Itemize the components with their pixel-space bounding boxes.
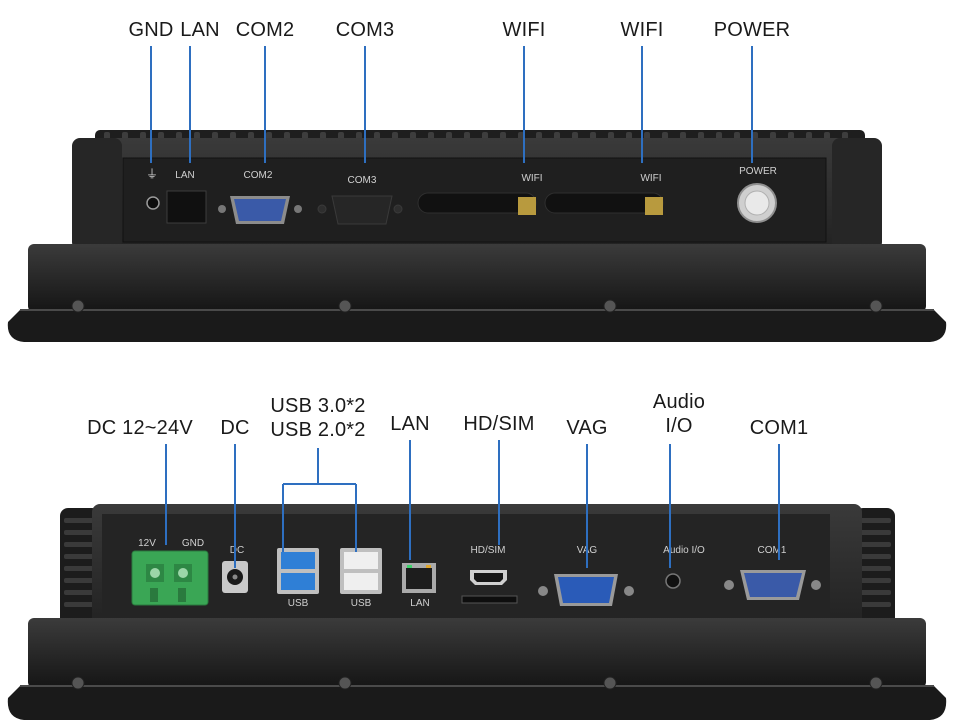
- callout-com2: COM2: [235, 19, 295, 41]
- callout-com1: COM1: [749, 417, 809, 439]
- panel-label-lan-bottom: LAN: [410, 598, 430, 609]
- callout-dc-range: DC 12~24V: [87, 417, 193, 439]
- panel-label-vag: VAG: [576, 545, 598, 556]
- callout-audio: Audio I/O: [653, 390, 705, 438]
- callout-power: POWER: [713, 19, 791, 41]
- panel-label-com1: COM1: [757, 545, 787, 556]
- callout-wifi-1: WIFI: [502, 19, 546, 41]
- panel-label-wifi-1: WIFI: [521, 173, 543, 184]
- panel-label-hd-sim: HD/SIM: [470, 545, 506, 556]
- bottom-device-chassis: [7, 504, 947, 720]
- panel-label-usb-a: USB: [287, 598, 309, 609]
- panel-label-lan-top: LAN: [175, 170, 195, 181]
- callout-dc: DC: [220, 417, 250, 439]
- callout-usb-line2: USB 2.0*2: [270, 419, 366, 441]
- callout-com3: COM3: [335, 19, 395, 41]
- top-device-chassis: ⏚: [7, 130, 947, 342]
- callout-hd-sim: HD/SIM: [463, 413, 535, 435]
- panel-label-com2: COM2: [243, 170, 273, 181]
- callout-wifi-2: WIFI: [620, 19, 664, 41]
- callout-lan-bottom: LAN: [390, 413, 430, 435]
- panel-label-com3: COM3: [347, 175, 377, 186]
- panel-label-audio: Audio I/O: [663, 545, 705, 556]
- callout-usb-line1: USB 3.0*2: [270, 395, 366, 417]
- callout-gnd: GND: [128, 19, 174, 41]
- panel-label-usb-b: USB: [350, 598, 372, 609]
- panel-label-power: POWER: [739, 166, 777, 177]
- callout-vag: VAG: [566, 417, 608, 439]
- panel-label-12v: 12V: [138, 538, 156, 549]
- callout-audio-line2: I/O: [665, 415, 693, 437]
- panel-label-gnd: GND: [181, 538, 205, 549]
- svg-text:⏚: ⏚: [146, 167, 158, 181]
- panel-label-wifi-2: WIFI: [640, 173, 662, 184]
- callout-lan-top: LAN: [180, 19, 220, 41]
- panel-label-dc: DC: [229, 545, 245, 556]
- callout-usb: USB 3.0*2 USB 2.0*2: [270, 394, 365, 442]
- callout-audio-line1: Audio: [652, 391, 706, 413]
